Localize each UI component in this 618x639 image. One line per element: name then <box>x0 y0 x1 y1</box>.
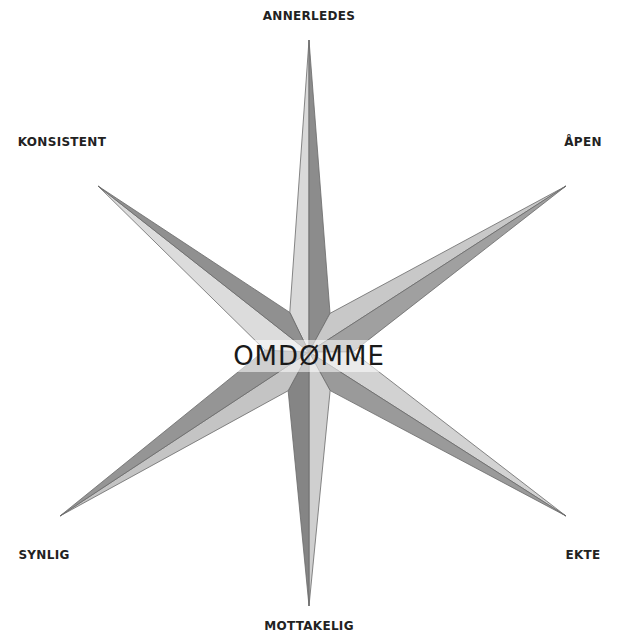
star-facet <box>309 40 330 352</box>
point-label: ÅPEN <box>564 135 602 149</box>
star-facet <box>98 186 309 352</box>
star-facet <box>309 352 330 606</box>
star-facet <box>309 352 566 516</box>
star-facet <box>60 350 309 516</box>
point-label: MOTTAKELIG <box>264 619 354 633</box>
center-title: OMDØMME <box>228 340 390 372</box>
star-facet <box>309 352 566 516</box>
point-label: KONSISTENT <box>18 135 106 149</box>
point-label: SYNLIG <box>18 548 69 562</box>
star-facet <box>309 186 566 352</box>
star-facet <box>288 352 309 606</box>
point-label: ANNERLEDES <box>263 9 355 23</box>
star-facet <box>309 186 566 352</box>
star-facet <box>290 40 309 352</box>
point-label: EKTE <box>565 548 600 562</box>
star-facet <box>98 186 309 352</box>
